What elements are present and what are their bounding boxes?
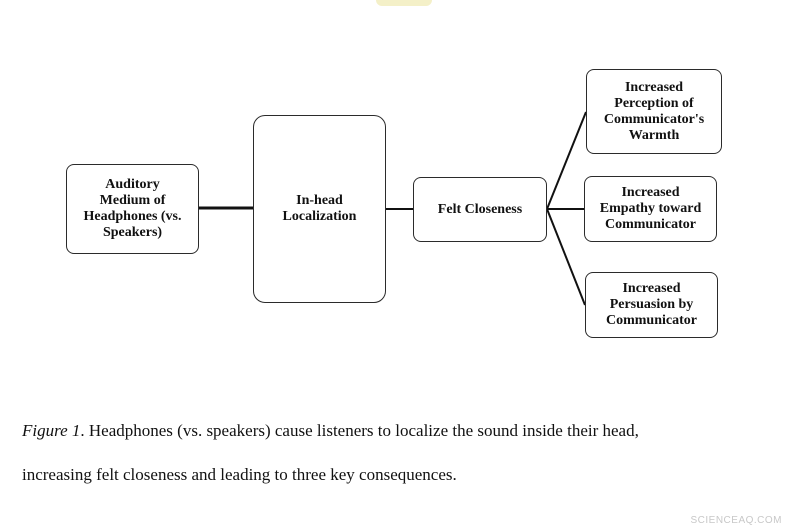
figure-caption-line-2: increasing felt closeness and leading to… <box>22 465 457 484</box>
caption-text-1: . Headphones (vs. speakers) cause listen… <box>80 421 639 440</box>
figure-caption-line-1: Figure 1. Headphones (vs. speakers) caus… <box>22 421 792 441</box>
top-decoration <box>376 0 432 6</box>
node-felt-closeness: Felt Closeness <box>413 177 547 242</box>
node-in-head-localization: In-head Localization <box>253 115 386 303</box>
node-warmth-perception: Increased Perception of Communicator's W… <box>586 69 722 154</box>
diagram-connectors <box>199 111 587 306</box>
edge-felt-persuasion <box>546 208 586 306</box>
figure-label: Figure 1 <box>22 421 81 440</box>
watermark: SCIENCEAQ.COM <box>690 515 782 526</box>
edge-felt-warmth <box>546 111 587 210</box>
node-empathy: Increased Empathy toward Communicator <box>584 176 717 242</box>
node-auditory-medium: Auditory Medium of Headphones (vs. Speak… <box>66 164 199 254</box>
node-persuasion: Increased Persuasion by Communicator <box>585 272 718 338</box>
